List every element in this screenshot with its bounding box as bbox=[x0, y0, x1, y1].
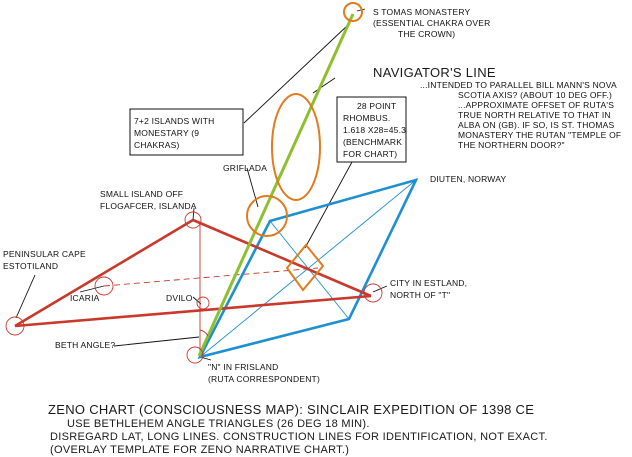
label-diuten: DIUTEN, NORWAY bbox=[430, 174, 506, 184]
label-rhombus-1: 28 POINT bbox=[357, 101, 396, 111]
red-triangle bbox=[14, 218, 372, 328]
leader-navigator-note bbox=[312, 77, 336, 94]
seven-plus-two-islands-ellipse bbox=[271, 93, 321, 201]
label-islands-2: MONESTARY (9 bbox=[134, 128, 199, 138]
orange-markers bbox=[246, 2, 363, 292]
caption: ZENO CHART (CONSCIOUSNESS MAP): SINCLAIR… bbox=[48, 402, 548, 456]
label-nav-note-1: ...INTENDED TO PARALLEL BILL MANN'S NOVA bbox=[420, 80, 617, 90]
label-peninsular-1: PENINSULAR CAPE bbox=[3, 249, 86, 259]
label-city-1: CITY IN ESTLAND, bbox=[390, 278, 467, 288]
islands-label-box bbox=[129, 108, 244, 156]
label-navigators-line: NAVIGATOR'S LINE bbox=[373, 65, 496, 80]
triangle-side-right bbox=[192, 218, 372, 298]
leader-small-island bbox=[192, 207, 195, 221]
label-islands-3: CHAKRAS) bbox=[134, 140, 180, 150]
label-beth-angle: BETH ANGLE? bbox=[55, 340, 115, 350]
caption-title: ZENO CHART (CONSCIOUSNESS MAP): SINCLAIR… bbox=[48, 402, 534, 417]
navigators-line bbox=[197, 13, 355, 357]
small-island-marker bbox=[184, 211, 202, 229]
frisland-n-marker bbox=[186, 346, 204, 364]
leader-islands-to-green bbox=[243, 24, 349, 124]
caption-line-3: DISREGARD LAT, LONG LINES. CONSTRUCTION … bbox=[50, 431, 548, 443]
label-frisland-2: (RUTA CORRESPONDENT) bbox=[208, 374, 320, 384]
caption-line-4: (OVERLAY TEMPLATE FOR ZENO NARRATIVE CHA… bbox=[50, 444, 349, 456]
leader-icaria bbox=[79, 285, 105, 293]
red-point-markers bbox=[5, 211, 383, 364]
label-small-island-2: FLOGAFCER, ISLANDA bbox=[100, 201, 197, 211]
leader-peninsular bbox=[15, 274, 36, 319]
griflada-circle bbox=[246, 195, 288, 237]
label-nav-note-3: ...APPROXIMATE OFFSET OF RUTA'S bbox=[458, 100, 614, 110]
triangle-dashed-construction-line bbox=[103, 267, 319, 287]
label-s-tomas-2: (ESSENTIAL CHAKRA OVER bbox=[373, 18, 490, 28]
beth-angle-arc bbox=[199, 329, 209, 337]
label-rhombus-5: FOR CHART) bbox=[343, 149, 397, 159]
label-islands-1: 7+2 ISLANDS WITH bbox=[134, 116, 214, 126]
labels: S TOMAS MONASTERY (ESSENTIAL CHAKRA OVER… bbox=[3, 7, 621, 384]
label-griflada: GRIFLADA bbox=[223, 163, 267, 173]
label-icaria: ICARIA bbox=[70, 293, 100, 303]
leader-city bbox=[372, 285, 388, 293]
caption-line-2: USE BETHLEHEM ANGLE TRIANGLES (26 DEG 18… bbox=[67, 418, 370, 430]
label-nav-note-5: ALBA ON (GB). IF SO, IS ST. THOMAS bbox=[458, 120, 614, 130]
dvilo-marker bbox=[196, 296, 210, 310]
label-nav-note-2: SCOTIA AXIS? (ABOUT 10 DEG OFF.) bbox=[458, 90, 612, 100]
peninsular-cape-marker bbox=[5, 316, 25, 336]
estland-city-marker bbox=[363, 283, 383, 303]
label-rhombus-2: RHOMBUS. bbox=[343, 113, 390, 123]
label-rhombus-4: (BENCHMARK bbox=[343, 137, 402, 147]
label-peninsular-2: ESTOTILAND bbox=[3, 261, 58, 271]
rhombus-label-box bbox=[336, 96, 407, 163]
leader-griflada bbox=[246, 167, 259, 208]
label-s-tomas-3: THE CROWN) bbox=[398, 29, 455, 39]
label-rhombus-3: 1.618 X28=45.3 bbox=[343, 125, 406, 135]
triangle-side-left bbox=[14, 218, 194, 328]
label-small-island-1: SMALL ISLAND OFF bbox=[100, 189, 183, 199]
leader-beth-angle bbox=[113, 336, 200, 347]
rhombus-benchmark-diamond bbox=[285, 243, 325, 292]
label-frisland-1: "N" IN FRISLAND bbox=[208, 362, 278, 372]
triangle-base bbox=[14, 294, 372, 328]
label-nav-note-4: TRUE NORTH RELATIVE TO THAT IN bbox=[458, 110, 611, 120]
icaria-marker bbox=[94, 276, 114, 296]
label-dvilo: DVILO bbox=[166, 293, 193, 303]
label-s-tomas-1: S TOMAS MONASTERY bbox=[373, 7, 471, 17]
label-city-2: NORTH OF "T" bbox=[390, 290, 450, 300]
s-tomas-circle bbox=[343, 2, 363, 22]
label-nav-note-6: MONASTERY THE RUTAN "TEMPLE OF bbox=[458, 130, 621, 140]
label-nav-note-7: THE NORTHERN DOOR?" bbox=[458, 140, 565, 150]
